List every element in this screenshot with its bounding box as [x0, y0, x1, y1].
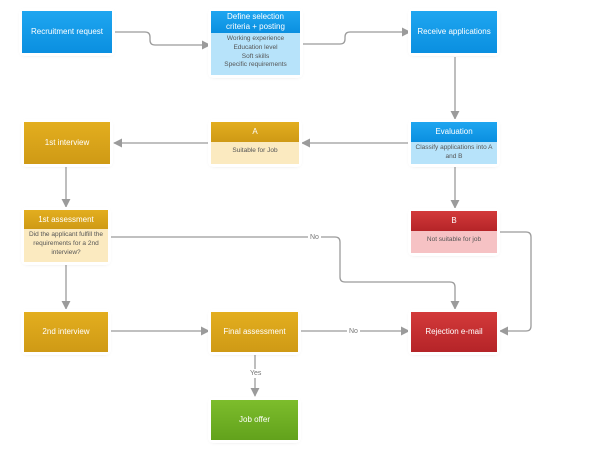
edge-label-assessment-no: No: [308, 233, 321, 242]
node-second-interview[interactable]: 2nd interview: [24, 312, 108, 352]
node-category-a[interactable]: A Suitable for Job: [211, 122, 299, 164]
criteria-item: Soft skills: [241, 52, 270, 60]
node-criteria-list: Working experience Education level Soft …: [211, 33, 300, 75]
node-first-interview[interactable]: 1st interview: [24, 122, 110, 164]
node-title: Final assessment: [211, 312, 298, 352]
node-body: Classify applications into A and B: [411, 142, 497, 164]
arrow-b-to-rejection: [497, 231, 532, 336]
node-title: Rejection e-mail: [411, 312, 497, 352]
node-evaluation[interactable]: Evaluation Classify applications into A …: [411, 122, 497, 164]
criteria-item: Working experience: [226, 35, 285, 42]
node-title: B: [411, 211, 497, 231]
node-title: 1st assessment: [24, 210, 108, 229]
node-define-criteria[interactable]: Define selection criteria + posting Work…: [211, 11, 300, 75]
edge-label-final-yes: Yes: [248, 369, 264, 378]
node-rejection-email[interactable]: Rejection e-mail: [411, 312, 497, 352]
arrow-request-to-criteria: [113, 31, 211, 50]
criteria-item: Education level: [233, 43, 278, 51]
node-category-b[interactable]: B Not suitable for job: [411, 211, 497, 253]
arrow-criteria-to-receive: [302, 27, 411, 45]
node-title: 2nd interview: [24, 312, 108, 352]
node-title: Define selection criteria + posting: [211, 11, 300, 33]
node-receive-applications[interactable]: Receive applications: [411, 11, 497, 53]
arrow-assessment-to-rejection: [108, 236, 460, 310]
node-job-offer[interactable]: Job offer: [211, 400, 298, 440]
node-title: Receive applications: [411, 11, 497, 53]
node-title: 1st interview: [24, 122, 110, 164]
node-title: Evaluation: [411, 122, 497, 142]
node-body: Did the applicant fulfill the requiremen…: [24, 229, 108, 262]
node-title: Recruitment request: [22, 11, 112, 53]
node-title: A: [211, 122, 299, 142]
criteria-item: Specific requirements: [224, 61, 287, 69]
node-title: Job offer: [211, 400, 298, 440]
node-final-assessment[interactable]: Final assessment: [211, 312, 298, 352]
edge-label-final-no: No: [347, 327, 360, 336]
node-recruitment-request[interactable]: Recruitment request: [22, 11, 112, 53]
node-body: Not suitable for job: [411, 231, 497, 253]
node-first-assessment[interactable]: 1st assessment Did the applicant fulfill…: [24, 210, 108, 262]
node-body: Suitable for Job: [211, 142, 299, 164]
